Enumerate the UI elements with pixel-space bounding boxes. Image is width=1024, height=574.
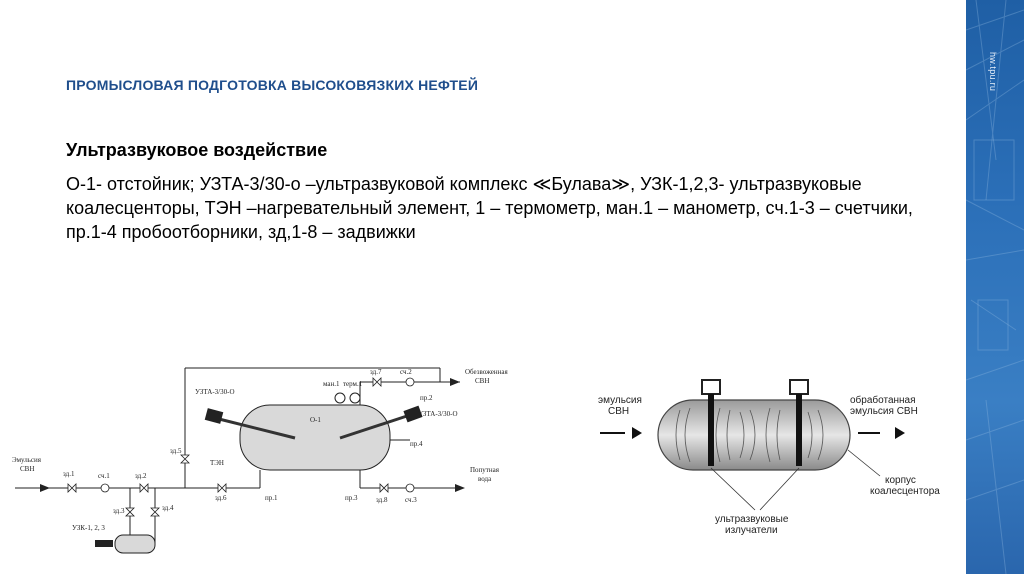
inlet-label-1: Эмульсия [12,456,42,464]
sch1-label: сч.1 [98,472,110,480]
site-url: hw.tpu.ru [988,52,998,92]
uzk-unit [114,534,156,554]
zd8-label: зд.8 [376,496,388,504]
sidebar-strip: hw.tpu.ru [966,0,1024,574]
coalescer-in-label-1: эмульсия [598,395,642,406]
zd2-label: зд.2 [135,472,147,480]
coalescer-diagram: эмульсия СВН обработанная эмульсия СВН к… [598,379,940,536]
zd1-label: зд.1 [63,470,75,478]
zd4-label: зд.4 [162,504,174,512]
coalescer-body-label-2: коалесцентора [870,486,940,497]
outlet-water-label-1: Попутная [470,466,500,474]
uzta-top-label: УЗТА-3/30-О [195,388,235,396]
outlet-arrow [895,427,905,439]
emitters-label-1: ультразвуковые [715,514,789,525]
uzk-label: УЗК-1, 2, 3 [72,524,105,532]
outlet-dry-label-2: СВН [475,377,489,385]
pr3-label: пр.3 [345,494,358,502]
zd3-label: зд.3 [113,507,125,515]
man-label: ман.1 [323,380,340,388]
zd7-label: зд.7 [370,368,382,376]
term-label: терм.1 [343,380,363,388]
zd5-label: зд.5 [170,447,182,455]
section-title: Ультразвуковое воздействие [66,140,328,160]
coalescer-in-label-2: СВН [608,406,629,417]
outlet-dry-label-1: Обезвоженная [465,368,509,376]
pr4-label: пр.4 [410,440,423,448]
sch3-label: сч.3 [405,496,417,504]
sidebar-pattern [966,0,1024,574]
page-title: ПРОМЫСЛОВАЯ ПОДГОТОВКА ВЫСОКОВЯЗКИХ НЕФТ… [66,77,479,93]
coalescer-body [657,399,851,471]
ten-label: ТЭН [210,459,224,467]
zd6-label: зд.6 [215,494,227,502]
coalescer-body-label-1: корпус [885,475,916,486]
description-text: О-1- отстойник; УЗТА-3/30-о –ультразвуко… [66,174,913,242]
inlet-label-2: СВН [20,465,34,473]
coalescer-out-label-1: обработанная [850,394,916,406]
vessel-o1 [239,404,391,471]
coalescer-out-label-2: эмульсия СВН [850,406,918,417]
process-diagram: Эмульсия СВН Обезвоженная СВН Попутная в… [12,367,509,554]
sch2-label: сч.2 [400,368,412,376]
inlet-arrow [632,427,642,439]
emitters-label-2: излучатели [725,525,778,536]
uzta-right-label: УЗТА-3/30-О [418,410,458,418]
pr1-label: пр.1 [265,494,278,502]
vessel-label: О-1 [310,416,321,424]
outlet-water-label-2: вода [478,475,492,483]
pr2-label: пр.2 [420,394,433,402]
